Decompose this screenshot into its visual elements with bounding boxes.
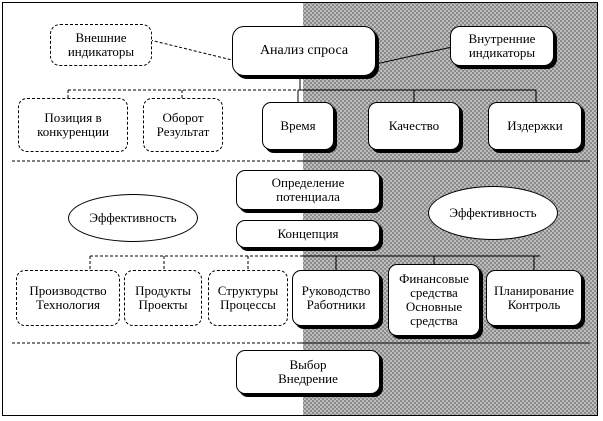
quality-label: Качество xyxy=(388,118,440,133)
production-technology-line1: Производство xyxy=(29,283,107,298)
products-projects-box: Продукты Проекты xyxy=(124,270,202,326)
efficiency-left-ellipse: Эффективность xyxy=(68,194,198,242)
management-employees-box: Руководство Работники xyxy=(292,270,380,326)
internal-indicators-line2: индикаторы xyxy=(468,45,536,60)
planning-control-line1: Планирование xyxy=(494,283,574,298)
structures-processes-line2: Процессы xyxy=(220,297,276,312)
production-technology-box: Производство Технология xyxy=(16,270,120,326)
management-employees-line2: Работники xyxy=(306,297,366,312)
efficiency-right-ellipse: Эффективность xyxy=(428,186,558,240)
efficiency-left-label: Эффективность xyxy=(89,210,177,225)
planning-control-line2: Контроль xyxy=(507,297,561,312)
structures-processes-box: Структуры Процессы xyxy=(208,270,288,326)
costs-label: Издержки xyxy=(507,118,563,133)
link-external-to-analysis xyxy=(149,39,233,61)
products-projects-line2: Проекты xyxy=(138,297,188,312)
potential-definition-line1: Определение xyxy=(271,175,345,190)
financial-assets-line3: Основные xyxy=(405,299,463,314)
concept-box: Концепция xyxy=(236,220,380,248)
turnover-result-box: Оборот Результат xyxy=(143,98,223,152)
financial-assets-line1: Финансовые xyxy=(399,271,469,286)
selection-implementation-line1: Выбор xyxy=(289,357,327,372)
external-indicators-box: Внешние индикаторы xyxy=(50,24,152,66)
demand-analysis-box: Анализ спроса xyxy=(232,26,376,76)
external-indicators-line1: Внешние xyxy=(75,30,127,45)
competition-position-line1: Позиция в xyxy=(44,110,102,125)
selection-implementation-line2: Внедрение xyxy=(278,371,338,386)
turnover-result-line1: Оборот xyxy=(162,110,204,125)
financial-assets-line2: средства xyxy=(410,285,458,300)
external-indicators-line2: индикаторы xyxy=(67,44,135,59)
competition-position-box: Позиция в конкуренции xyxy=(18,98,128,152)
structures-processes-line1: Структуры xyxy=(217,283,279,298)
link-internal-to-analysis xyxy=(375,46,453,65)
selection-implementation-box: Выбор Внедрение xyxy=(236,350,380,394)
planning-control-box: Планирование Контроль xyxy=(486,270,582,326)
management-employees-line1: Руководство xyxy=(301,283,371,298)
competition-position-line2: конкуренции xyxy=(37,124,109,139)
quality-box: Качество xyxy=(368,102,460,150)
time-box: Время xyxy=(262,102,334,150)
potential-definition-box: Определение потенциала xyxy=(236,170,380,210)
internal-indicators-box: Внутренние индикаторы xyxy=(450,26,554,66)
time-label: Время xyxy=(280,118,316,133)
products-projects-line1: Продукты xyxy=(135,283,191,298)
costs-box: Издержки xyxy=(488,102,582,150)
internal-indicators-line1: Внутренние xyxy=(468,31,536,46)
financial-assets-line4: средства xyxy=(410,313,458,328)
financial-fixed-assets-box: Финансовые средства Основные средства xyxy=(388,264,480,336)
concept-label: Концепция xyxy=(277,226,339,241)
turnover-result-line2: Результат xyxy=(156,124,210,139)
potential-definition-line2: потенциала xyxy=(276,189,340,204)
production-technology-line2: Технология xyxy=(35,297,101,312)
efficiency-right-label: Эффективность xyxy=(449,205,537,220)
demand-analysis-label: Анализ спроса xyxy=(259,43,349,58)
